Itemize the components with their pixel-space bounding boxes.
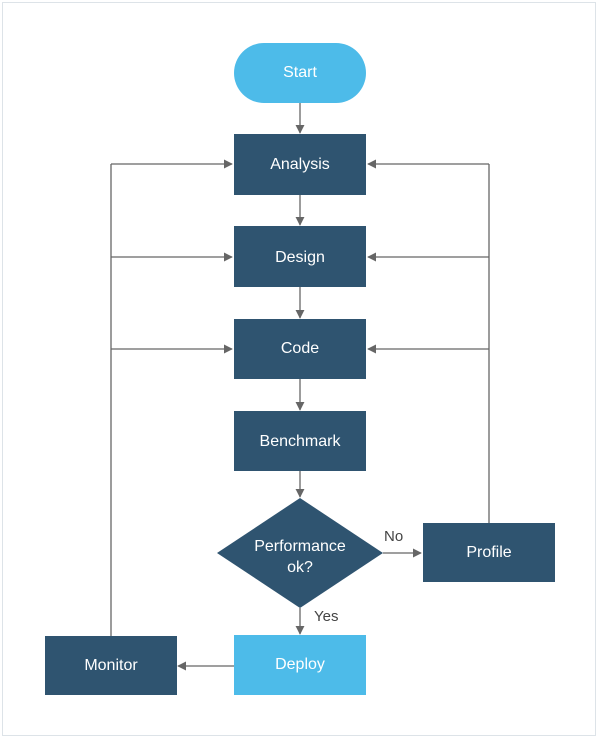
node-analysis: Analysis — [234, 134, 366, 195]
node-code-label: Code — [281, 340, 319, 357]
node-monitor: Monitor — [45, 636, 177, 695]
edge-label-yes: Yes — [314, 608, 338, 625]
node-design-label: Design — [275, 249, 325, 266]
node-decision-label-line1: Performance — [254, 538, 346, 555]
node-code: Code — [234, 319, 366, 379]
node-decision-label-line2: ok? — [287, 559, 313, 576]
node-analysis-shape — [234, 134, 366, 195]
node-profile-shape — [423, 523, 555, 582]
node-profile-label: Profile — [466, 544, 511, 561]
node-deploy: Deploy — [234, 635, 366, 695]
node-profile: Profile — [423, 523, 555, 582]
node-benchmark-shape — [234, 411, 366, 471]
node-deploy-shape — [234, 635, 366, 695]
node-decision: Performance ok? — [217, 498, 383, 608]
node-deploy-label: Deploy — [275, 656, 325, 673]
node-start-label: Start — [283, 64, 317, 81]
edges — [110, 103, 490, 671]
node-design: Design — [234, 226, 366, 287]
node-monitor-label: Monitor — [84, 657, 138, 674]
node-benchmark-label: Benchmark — [260, 433, 342, 450]
node-monitor-shape — [45, 636, 177, 695]
node-benchmark: Benchmark — [234, 411, 366, 471]
node-start-shape — [234, 43, 366, 103]
node-design-shape — [234, 226, 366, 287]
edge-label-no: No — [384, 528, 403, 545]
node-decision-shape — [217, 498, 383, 608]
node-start: Start — [234, 43, 366, 103]
node-analysis-label: Analysis — [270, 156, 330, 173]
node-code-shape — [234, 319, 366, 379]
